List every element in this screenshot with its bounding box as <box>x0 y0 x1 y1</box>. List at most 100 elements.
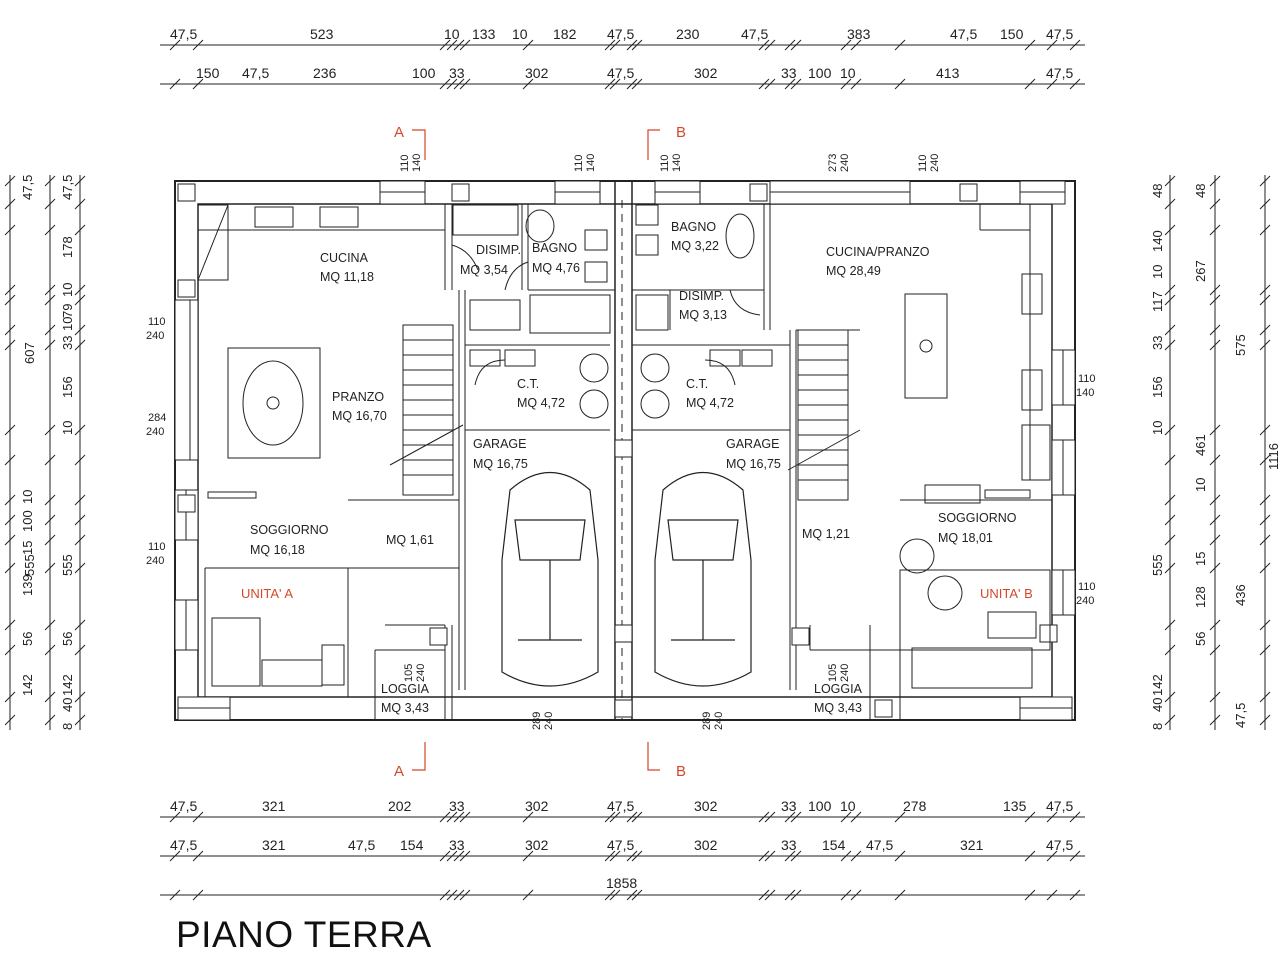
room-area: MQ 3,22 <box>671 239 719 253</box>
dim-label: 8 <box>60 723 75 730</box>
dimension-tick <box>1046 889 1058 901</box>
window-w: 110 <box>573 154 585 172</box>
dimension-tick <box>4 644 16 656</box>
room-name: BAGNO <box>532 241 577 255</box>
dimension-tick <box>446 889 458 901</box>
dimension-tick <box>784 39 796 51</box>
dimension-tick <box>1024 850 1036 862</box>
dim-label: 56 <box>1193 632 1208 646</box>
dimension-tick <box>4 224 16 236</box>
dim-label: 48 <box>1193 184 1208 198</box>
dimension-tick <box>1209 294 1221 306</box>
dimension-tick <box>609 78 621 90</box>
dimension-tick <box>894 811 906 823</box>
dimension-tick <box>850 850 862 862</box>
dimension-tick <box>1209 324 1221 336</box>
dimension-tick <box>453 889 465 901</box>
dimension-tick <box>44 562 56 574</box>
window-h: 140 <box>671 154 683 172</box>
dimension-tick <box>764 850 776 862</box>
dim-label: 150 <box>1000 26 1024 42</box>
dim-label: 321 <box>960 837 984 853</box>
dimension-tick <box>74 424 86 436</box>
room-name: GARAGE <box>473 437 527 451</box>
dimension-tick <box>1069 39 1081 51</box>
dimension-tick <box>1209 514 1221 526</box>
dimension-tick <box>1209 619 1221 631</box>
window-h: 140 <box>411 154 423 172</box>
dim-label: 15 <box>1193 552 1208 566</box>
dimension-tick <box>453 39 465 51</box>
dimension-tick <box>44 691 56 703</box>
dim-label: 47,5 <box>60 175 75 200</box>
dimension-tick <box>1069 889 1081 901</box>
dimension-tick <box>74 454 86 466</box>
dimension-tick <box>4 454 16 466</box>
dimension-tick <box>4 198 16 210</box>
dim-label: 47,5 <box>1046 65 1073 81</box>
dim-label: 413 <box>936 65 960 81</box>
dimension-tick <box>840 889 852 901</box>
dimension-tick <box>1164 562 1176 574</box>
dimension-tick <box>1209 198 1221 210</box>
dimension-tick <box>1209 494 1221 506</box>
room-area: MQ 16,75 <box>726 457 781 471</box>
dimension-tick <box>790 78 802 90</box>
dim-label: 10 <box>60 283 75 297</box>
dim-label: 100 <box>808 65 832 81</box>
dimension-tick <box>609 850 621 862</box>
dimension-tick <box>790 850 802 862</box>
dimension-tick <box>1209 284 1221 296</box>
dimension-tick <box>894 850 906 862</box>
dim-label: 15 <box>20 541 35 555</box>
dim-label: 133 <box>472 26 496 42</box>
dimension-tick <box>1259 619 1271 631</box>
room-area: MQ 11,18 <box>320 270 374 284</box>
dimension-tick <box>44 294 56 306</box>
dim-label: 33 <box>781 837 797 853</box>
window-h: 240 <box>146 426 164 438</box>
dimension-tick <box>169 78 181 90</box>
dimension-lines <box>9 44 1266 896</box>
dimension-tick <box>626 889 638 901</box>
dimension-tick <box>631 889 643 901</box>
dim-label: 117 <box>1150 291 1165 312</box>
dim-label: 10 <box>512 26 528 42</box>
dimension-tick <box>1259 534 1271 546</box>
dimension-tick <box>764 39 776 51</box>
dimension-tick <box>192 811 204 823</box>
dimension-tick <box>522 39 534 51</box>
dim-label: 10 <box>1150 421 1165 435</box>
dimension-tick <box>1209 534 1221 546</box>
dim-label: 47,5 <box>1046 837 1073 853</box>
dimension-tick <box>850 811 862 823</box>
room-name: LOGGIA <box>814 682 863 696</box>
dimension-tick <box>1164 714 1176 726</box>
window-h: 240 <box>1076 595 1094 607</box>
dimension-tick <box>604 889 616 901</box>
dimension-tick <box>1259 294 1271 306</box>
dimension-tick <box>1164 324 1176 336</box>
window-w: 110 <box>1078 581 1096 593</box>
dimension-tick <box>1259 514 1271 526</box>
room-area: MQ 18,01 <box>938 531 993 545</box>
dimension-tick <box>44 454 56 466</box>
furniture <box>197 204 1051 689</box>
dimension-tick <box>446 850 458 862</box>
dimension-tick <box>631 78 643 90</box>
dim-label: 47,5 <box>170 798 197 814</box>
room-area: MQ 4,72 <box>686 396 734 410</box>
dimension-tick <box>609 889 621 901</box>
room-name: C.T. <box>686 377 708 391</box>
dimension-tick <box>446 78 458 90</box>
room-name: DISIMP. <box>476 243 521 257</box>
dimension-tick <box>764 889 776 901</box>
window-w: 105 <box>827 664 839 682</box>
dim-label: 10 <box>1150 265 1165 279</box>
dimension-tick <box>784 850 796 862</box>
dimension-tick <box>459 78 471 90</box>
top-dimensions-row-2: 150 47,5 236 100 33 302 47,5 302 33 100 … <box>196 65 1073 81</box>
room-area: MQ 4,72 <box>517 396 565 410</box>
window-w: 110 <box>148 316 166 328</box>
dimension-tick <box>1069 78 1081 90</box>
